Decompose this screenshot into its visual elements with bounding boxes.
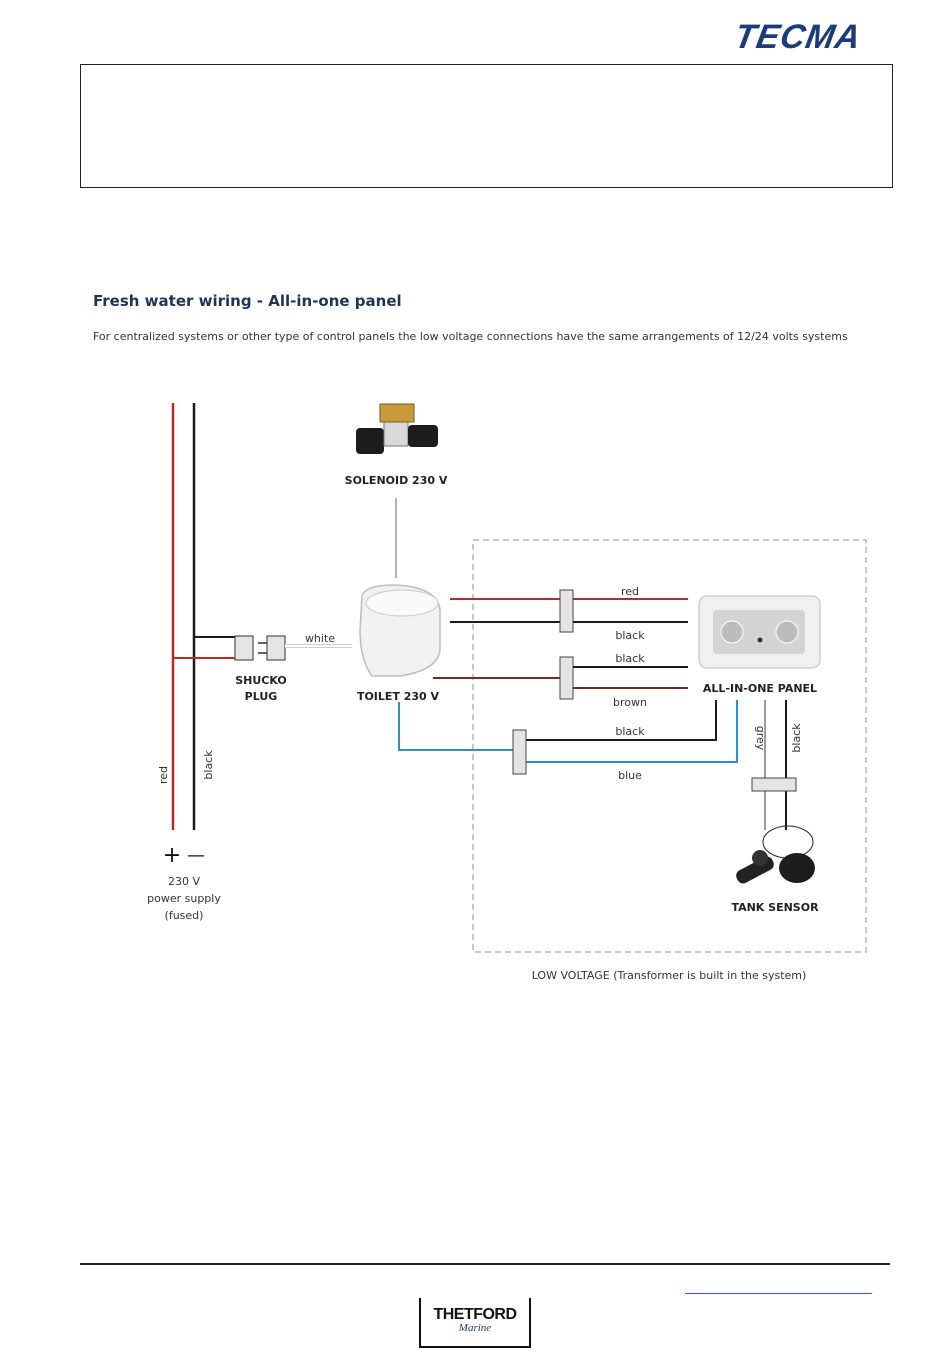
tank-sensor-label: TANK SENSOR [731, 901, 819, 914]
shucko-label-1: SHUCKO [235, 674, 287, 687]
connector-1 [559, 589, 574, 633]
wire-label-black-sensor: black [790, 723, 803, 753]
all-in-one-panel-icon [698, 595, 821, 669]
tank-sensor-icon [736, 825, 815, 884]
connector-4 [751, 777, 797, 792]
thetford-logo: THETFORD Marine [419, 1298, 531, 1348]
black-wire-panel-3 [526, 700, 717, 741]
shucko-socket [234, 635, 254, 661]
wire-label-white: white [305, 632, 335, 645]
connector-3 [512, 729, 527, 775]
power-label-2: power supply [147, 892, 221, 905]
solenoid-label: SOLENOID 230 V [345, 474, 448, 487]
low-voltage-region [472, 539, 867, 953]
wire-label-black-3: black [615, 725, 645, 738]
minus-sign: — [187, 845, 205, 866]
wire-label-red-rail: red [157, 766, 170, 784]
wire-label-red-1: red [621, 585, 639, 598]
panel-label: ALL-IN-ONE PANEL [703, 682, 817, 695]
section-title: Fresh water wiring - All-in-one panel [93, 292, 402, 310]
wire-label-black-2: black [615, 652, 645, 665]
header-box [80, 64, 893, 188]
wire-label-black-rail: black [202, 750, 215, 780]
wire-label-blue: blue [618, 769, 642, 782]
thetford-sub: Marine [458, 1322, 492, 1334]
wire-label-black-1: black [615, 629, 645, 642]
shucko-label-2: PLUG [245, 690, 278, 703]
power-label-3: (fused) [165, 909, 204, 922]
connector-2 [559, 656, 574, 700]
power-label-1: 230 V [168, 875, 200, 888]
solenoid-valve-icon [356, 403, 438, 454]
toilet-label: TOILET 230 V [357, 690, 440, 703]
footer-rule [80, 1263, 890, 1265]
wiring-diagram: SOLENOID 230 V SHUCKO PLUG TOILET 230 V … [147, 403, 867, 982]
wire-label-brown: brown [613, 696, 647, 709]
wire-label-grey: grey [754, 726, 767, 751]
shucko-plug [266, 635, 286, 661]
blue-lead [398, 702, 513, 751]
thetford-brand: THETFORD [433, 1306, 517, 1323]
toilet-icon [359, 584, 441, 677]
tecma-logo: TECMA [731, 18, 865, 56]
section-description: For centralized systems or other type of… [93, 330, 848, 343]
low-voltage-caption: LOW VOLTAGE (Transformer is built in the… [532, 969, 807, 982]
blue-wire-panel [526, 700, 738, 763]
plus-sign: + [163, 843, 181, 868]
footer-link-underline[interactable] [685, 1293, 872, 1294]
